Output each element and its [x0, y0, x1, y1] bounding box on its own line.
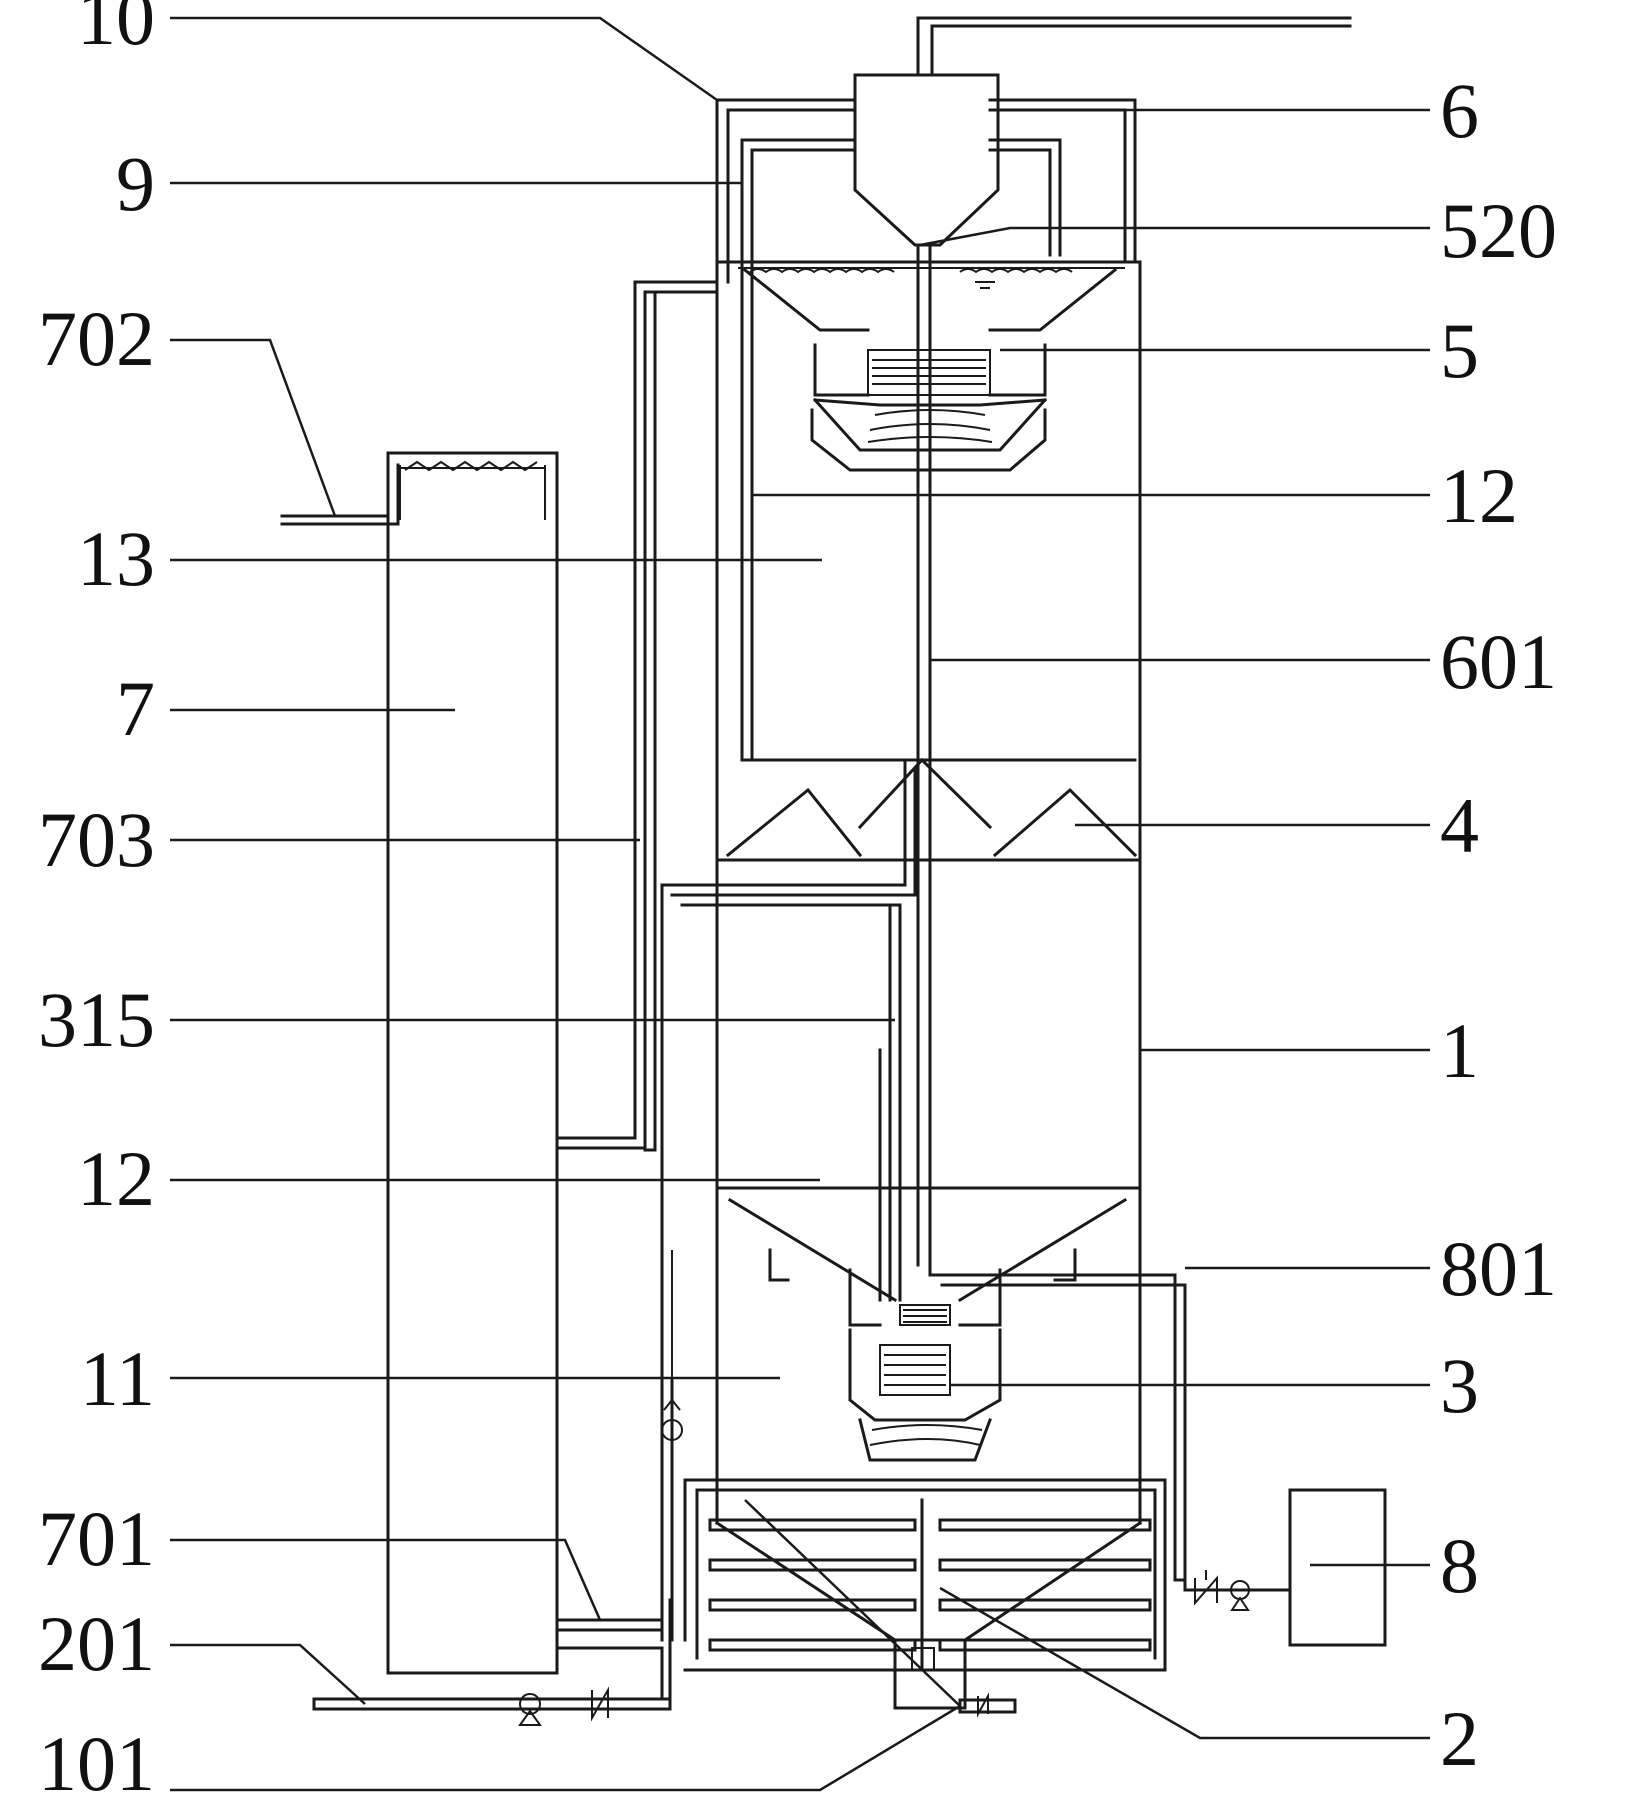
pump-line — [661, 1250, 683, 1642]
gas-pipe-801 — [928, 1263, 1292, 1611]
label-10: 10 — [77, 0, 155, 61]
label-7: 7 — [116, 665, 155, 752]
label-201: 201 — [38, 1600, 155, 1687]
central-pipe — [916, 243, 932, 1267]
main-reactor-vessel — [714, 260, 1143, 1710]
label-13: 13 — [77, 515, 155, 602]
label-702: 702 — [38, 295, 155, 382]
settling-zone — [740, 748, 1137, 762]
label-11: 11 — [80, 1335, 155, 1422]
right-labels: 6 520 5 12 601 4 1 801 3 8 2 — [1440, 67, 1557, 1782]
lower-separator — [715, 1186, 1142, 1462]
recirculation-pipes — [660, 758, 917, 1642]
label-520: 520 — [1440, 187, 1557, 274]
label-12-upper: 12 — [1440, 452, 1518, 539]
label-3: 3 — [1440, 1342, 1479, 1429]
label-315: 315 — [38, 976, 155, 1063]
label-4: 4 — [1440, 782, 1479, 869]
label-1: 1 — [1440, 1007, 1479, 1094]
pipe-701 — [555, 1618, 664, 1701]
tank-8 — [1288, 1488, 1387, 1647]
label-801: 801 — [1440, 1225, 1557, 1312]
gas-collector — [853, 16, 1352, 247]
label-5: 5 — [1440, 307, 1479, 394]
label-101: 101 — [38, 1720, 155, 1806]
label-703: 703 — [38, 796, 155, 883]
inlet-pipes — [312, 1598, 1017, 1726]
label-8: 8 — [1440, 1522, 1479, 1609]
label-12-lower: 12 — [77, 1135, 155, 1222]
label-6: 6 — [1440, 67, 1479, 154]
pipe-703 — [555, 260, 730, 1152]
water-distributor — [683, 1478, 1167, 1672]
label-701: 701 — [38, 1495, 155, 1582]
label-2: 2 — [1440, 1695, 1479, 1782]
deflectors — [715, 757, 1142, 862]
overflow-pipe-702 — [280, 451, 400, 526]
left-labels: 10 9 702 13 7 703 315 12 11 701 201 101 — [38, 0, 155, 1806]
inner-frame — [740, 138, 1062, 762]
label-601: 601 — [1440, 618, 1557, 705]
leader-lines — [170, 16, 1430, 1792]
label-9: 9 — [116, 140, 155, 227]
side-tank — [386, 451, 559, 1675]
